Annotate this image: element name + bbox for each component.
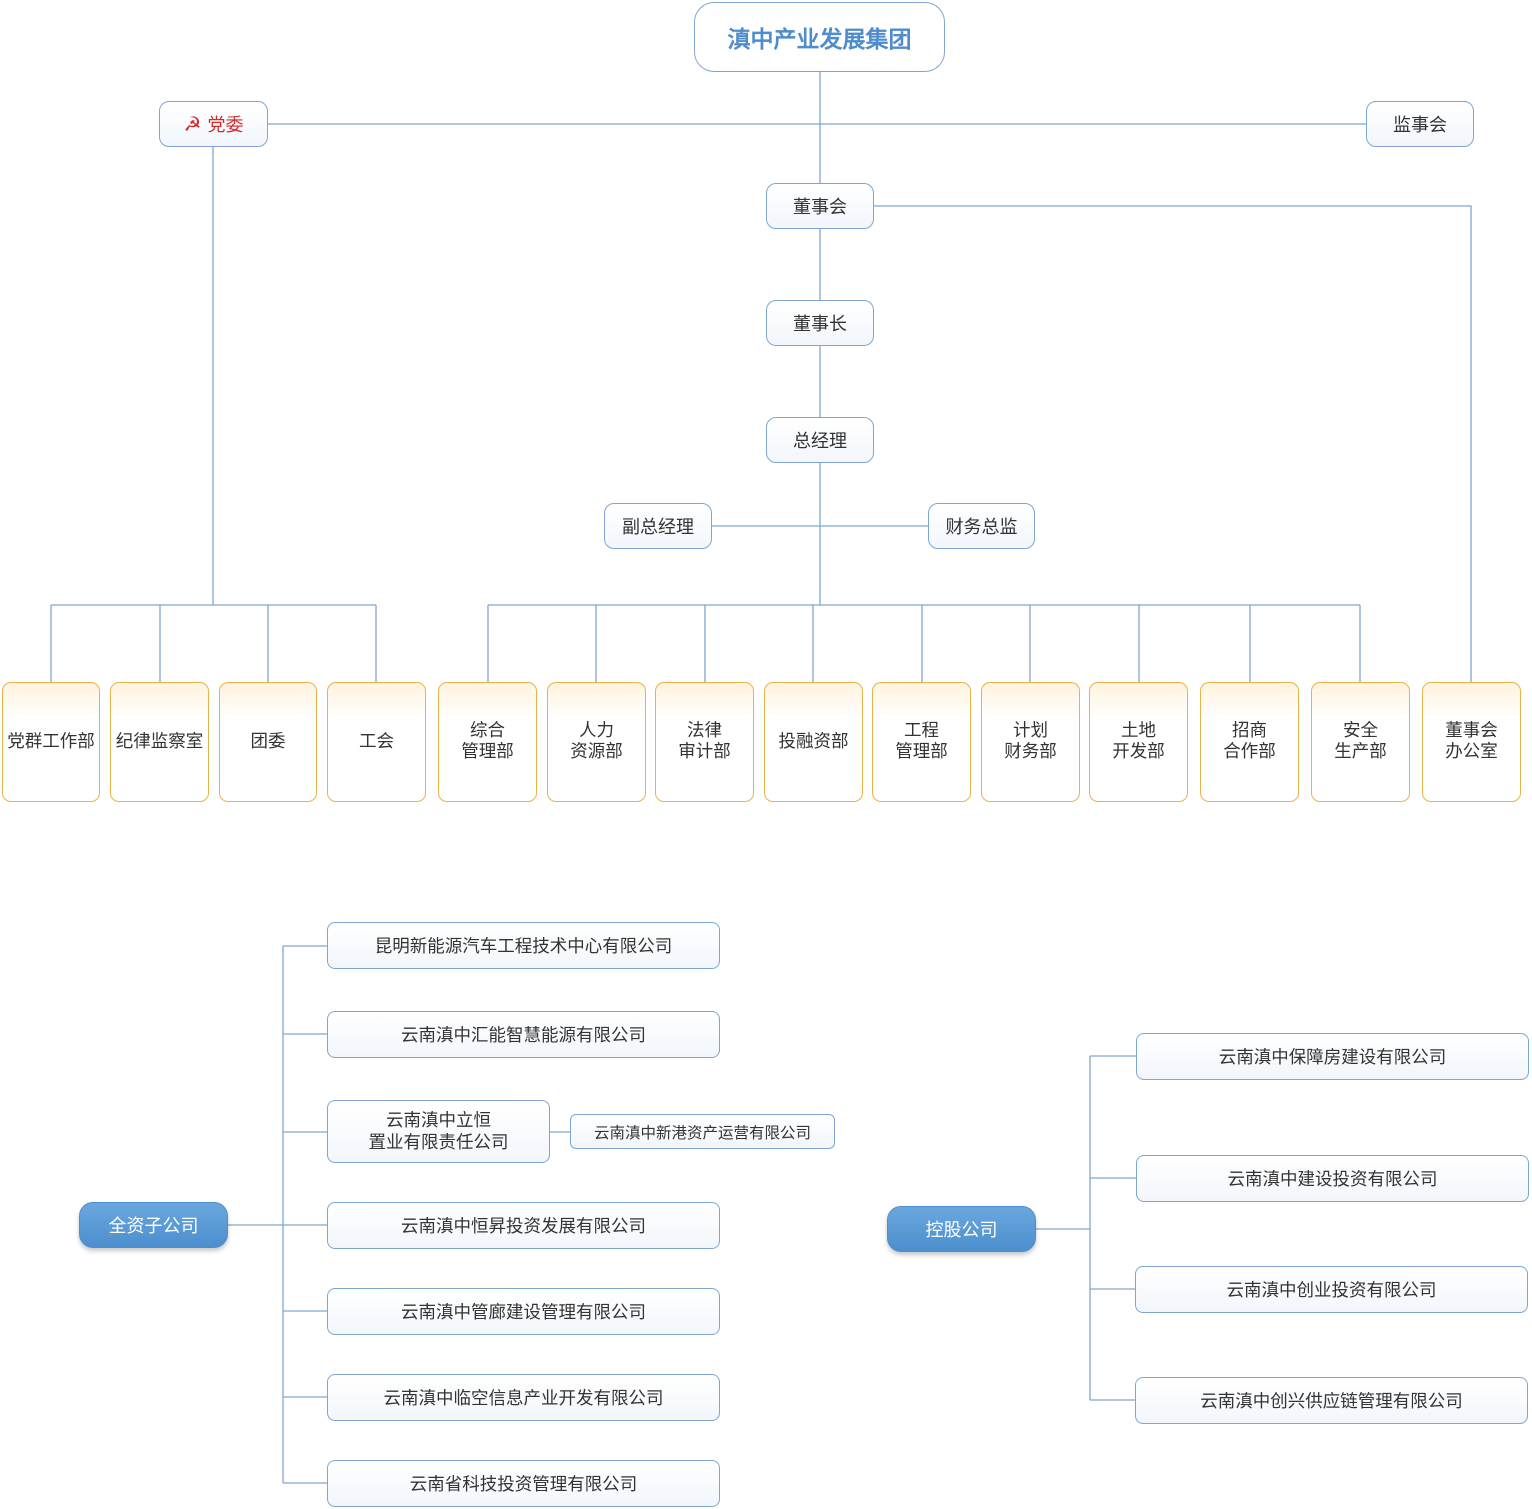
cfo-node[interactable]: 财务总监 [928,503,1035,549]
dept-label-line1: 综合 [470,721,505,741]
company-label-line2: 置业有限责任公司 [368,1132,509,1153]
company-construction-investment[interactable]: 云南滇中建设投资有限公司 [1136,1155,1529,1202]
wholly-owned-label: 全资子公司 [108,1216,199,1237]
company-label: 昆明新能源汽车工程技术中心有限公司 [374,937,673,957]
mgmt-dept-drops [487,605,1361,682]
company-utility-tunnel[interactable]: 云南滇中管廊建设管理有限公司 [327,1288,720,1335]
party-committee-label: 党委 [207,115,244,136]
chairman-node[interactable]: 董事长 [766,300,874,346]
company-label: 云南滇中建设投资有限公司 [1227,1170,1438,1190]
dept-label-line2: 审计部 [678,742,731,762]
company-label: 云南滇中创业投资有限公司 [1226,1281,1437,1301]
chairman-label: 董事长 [793,314,847,335]
company-label: 云南滇中新港资产运营有限公司 [593,1123,811,1142]
wholly-owned-group-button[interactable]: 全资子公司 [79,1202,228,1248]
company-label: 云南滇中创兴供应链管理有限公司 [1200,1392,1463,1412]
party-dept-drops [50,605,377,682]
dept-label: 纪律监察室 [115,731,204,752]
dept-land-development[interactable]: 土地 开发部 [1089,682,1188,802]
wholly-owned-branches [283,945,327,1484]
dept-safety-production[interactable]: 安全 生产部 [1311,682,1410,802]
company-label: 云南滇中恒昇投资发展有限公司 [401,1217,646,1237]
dept-label-line1: 董事会 [1445,721,1498,741]
dept-legal-audit[interactable]: 法律 审计部 [655,682,754,802]
vice-general-manager-label: 副总经理 [622,517,694,538]
dept-trade-union[interactable]: 工会 [327,682,426,802]
company-label: 云南省科技投资管理有限公司 [409,1475,638,1495]
group-root-node[interactable]: 滇中产业发展集团 [694,2,945,72]
dept-label-line1: 招商 [1232,721,1267,741]
dept-label-line2: 生产部 [1334,742,1387,762]
company-xingang-asset[interactable]: 云南滇中新港资产运营有限公司 [570,1114,835,1149]
company-venture-investment[interactable]: 云南滇中创业投资有限公司 [1135,1266,1528,1313]
dept-label: 团委 [250,731,286,752]
dept-engineering-management[interactable]: 工程 管理部 [872,682,971,802]
dept-label-line2: 开发部 [1112,742,1165,762]
hammer-sickle-icon: ☭ [183,112,202,136]
dept-label-line2: 管理部 [895,742,948,762]
company-label: 云南滇中临空信息产业开发有限公司 [383,1389,664,1409]
supervisory-board-label: 监事会 [1393,115,1447,136]
company-label: 云南滇中保障房建设有限公司 [1218,1048,1447,1068]
dept-label-line1: 安全 [1343,721,1378,741]
supervisory-board-node[interactable]: 监事会 [1366,101,1474,147]
dept-label-line1: 计划 [1013,721,1048,741]
general-manager-label: 总经理 [793,431,847,452]
vice-general-manager-node[interactable]: 副总经理 [604,503,712,549]
company-label-line1: 云南滇中立恒 [386,1110,491,1131]
company-supply-chain[interactable]: 云南滇中创兴供应链管理有限公司 [1135,1377,1528,1424]
board-node[interactable]: 董事会 [766,183,874,229]
dept-label-line2: 财务部 [1004,742,1057,762]
party-committee-node[interactable]: ☭ 党委 [159,101,268,147]
group-root-label: 滇中产业发展集团 [727,26,912,53]
company-affordable-housing[interactable]: 云南滇中保障房建设有限公司 [1136,1033,1529,1080]
dept-label-line2: 资源部 [570,742,623,762]
dept-label: 工会 [359,731,394,752]
dept-label-line2: 合作部 [1223,742,1276,762]
dept-label-line1: 人力 [579,721,614,741]
dept-label-line1: 土地 [1121,721,1156,741]
cfo-label: 财务总监 [945,517,1018,538]
company-label: 云南滇中管廊建设管理有限公司 [401,1303,646,1323]
dept-party-mass-work[interactable]: 党群工作部 [2,682,100,802]
dept-investment-financing[interactable]: 投融资部 [764,682,863,802]
company-label: 云南滇中汇能智慧能源有限公司 [401,1026,646,1046]
dept-label: 党群工作部 [7,731,95,752]
dept-youth-league[interactable]: 团委 [219,682,317,802]
board-office-line [874,205,1472,682]
dept-label-line2: 管理部 [461,742,514,762]
dept-planning-finance[interactable]: 计划 财务部 [981,682,1080,802]
dept-general-management[interactable]: 综合 管理部 [438,682,537,802]
company-hengsheng-investment[interactable]: 云南滇中恒昇投资发展有限公司 [327,1202,720,1249]
general-manager-node[interactable]: 总经理 [766,417,874,463]
holding-label: 控股公司 [925,1220,998,1241]
dept-human-resources[interactable]: 人力 资源部 [547,682,646,802]
company-airport-info-industry[interactable]: 云南滇中临空信息产业开发有限公司 [327,1374,720,1421]
board-label: 董事会 [793,197,847,218]
dept-label-line1: 法律 [687,721,722,741]
dept-discipline-inspection[interactable]: 纪律监察室 [110,682,209,802]
company-kunming-new-energy[interactable]: 昆明新能源汽车工程技术中心有限公司 [327,922,720,969]
company-liheng-property[interactable]: 云南滇中立恒 置业有限责任公司 [327,1100,550,1163]
holding-branches [1090,1055,1136,1401]
dept-label-line2: 办公室 [1445,742,1498,762]
company-provincial-tech-investment[interactable]: 云南省科技投资管理有限公司 [327,1460,720,1507]
dept-label-line1: 工程 [904,721,939,741]
dept-label-line1: 投融资部 [778,731,849,752]
dept-board-office[interactable]: 董事会 办公室 [1422,682,1521,802]
company-huineng-smart-energy[interactable]: 云南滇中汇能智慧能源有限公司 [327,1011,720,1058]
dept-investment-promotion[interactable]: 招商 合作部 [1200,682,1299,802]
holding-group-button[interactable]: 控股公司 [887,1206,1036,1252]
